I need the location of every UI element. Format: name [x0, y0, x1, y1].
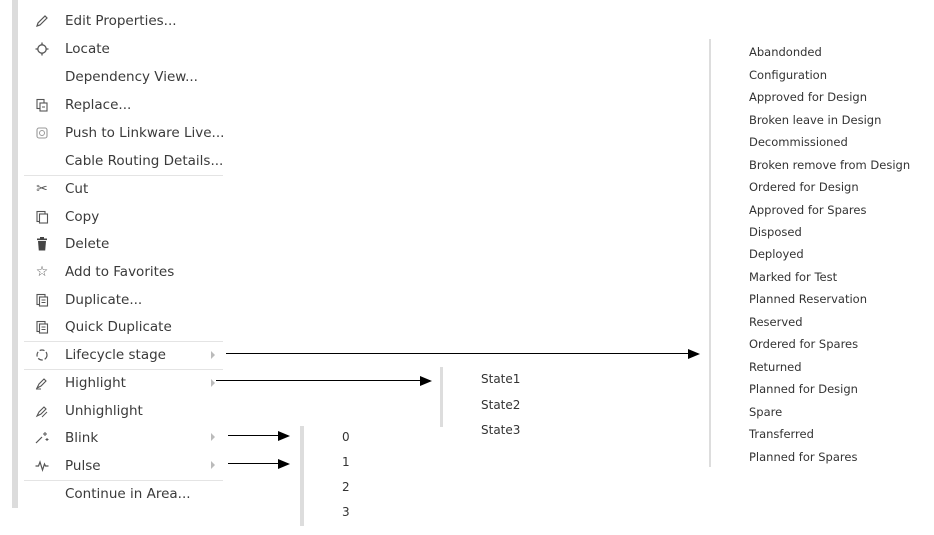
menu-item-cable-routing-details[interactable]: Cable Routing Details... — [24, 147, 223, 174]
lifecycle-option[interactable]: Disposed — [749, 225, 802, 239]
star-icon: ☆ — [35, 263, 49, 280]
trash-icon — [30, 234, 54, 254]
chevron-right-icon — [211, 433, 215, 441]
lifecycle-option[interactable]: Approved for Spares — [749, 203, 867, 217]
blink-icon — [30, 428, 54, 448]
count-option[interactable]: 1 — [342, 455, 350, 469]
blank-icon — [30, 484, 54, 504]
menu-item-delete[interactable]: Delete — [24, 230, 223, 257]
lifecycle-option[interactable]: Returned — [749, 360, 802, 374]
menu-item-push-to-linkware-live[interactable]: Push to Linkware Live... — [24, 119, 224, 146]
count-option[interactable]: 2 — [342, 480, 350, 494]
crosshair-icon — [30, 39, 54, 59]
lifecycle-icon — [30, 345, 54, 365]
menu-item-continue-in-area[interactable]: Continue in Area... — [24, 480, 223, 507]
push-icon — [30, 123, 54, 143]
menu-item-cut[interactable]: ✂ Cut — [24, 175, 223, 202]
lifecycle-option[interactable]: Ordered for Spares — [749, 337, 859, 351]
lifecycle-option[interactable]: Planned Reservation — [749, 292, 868, 306]
highlight-arrow — [216, 375, 432, 386]
menu-item-replace[interactable]: Replace... — [24, 91, 223, 118]
chevron-right-icon — [211, 351, 215, 359]
lifecycle-option[interactable]: Decommissioned — [749, 135, 848, 149]
lifecycle-option[interactable]: Broken remove from Design — [749, 158, 911, 172]
count-option[interactable]: 3 — [342, 505, 350, 519]
menu-item-copy[interactable]: Copy — [24, 203, 223, 230]
chevron-right-icon — [211, 379, 215, 387]
lifecycle-option[interactable]: Spare — [749, 405, 783, 419]
lifecycle-option[interactable]: Marked for Test — [749, 270, 838, 284]
lifecycle-arrow — [226, 348, 700, 359]
menu-item-add-to-favorites[interactable]: ☆ Add to Favorites — [24, 258, 223, 285]
menu-item-quick-duplicate[interactable]: Quick Duplicate — [24, 313, 223, 340]
menu-item-pulse[interactable]: Pulse — [24, 452, 223, 479]
pulse-icon — [30, 456, 54, 476]
scissors-icon: ✂ — [36, 181, 48, 197]
chevron-right-icon — [211, 461, 215, 469]
highlight-icon — [30, 373, 54, 393]
blink-arrow — [228, 430, 290, 441]
unhighlight-icon — [30, 401, 54, 421]
highlight-state-option[interactable]: State1 — [481, 372, 521, 386]
lifecycle-option[interactable]: Broken leave in Design — [749, 113, 882, 127]
copy-icon — [30, 207, 54, 227]
lifecycle-option[interactable]: Ordered for Design — [749, 180, 859, 194]
highlight-state-option[interactable]: State3 — [481, 423, 521, 437]
menu-item-edit-properties[interactable]: Edit Properties... — [24, 7, 223, 34]
lifecycle-submenu: Abandonded Configuration Approved for De… — [709, 39, 910, 467]
menu-item-highlight[interactable]: Highlight — [24, 369, 223, 396]
pulse-arrow — [228, 458, 290, 469]
highlight-state-option[interactable]: State2 — [481, 398, 521, 412]
menu-item-locate[interactable]: Locate — [24, 35, 223, 62]
lifecycle-option[interactable]: Transferred — [749, 427, 814, 441]
lifecycle-option[interactable]: Reserved — [749, 315, 803, 329]
duplicate-icon — [30, 290, 54, 310]
menu-item-duplicate[interactable]: Duplicate... — [24, 286, 223, 313]
menu-item-unhighlight[interactable]: Unhighlight — [24, 397, 223, 424]
lifecycle-option[interactable]: Abandonded — [749, 45, 822, 59]
lifecycle-option[interactable]: Deployed — [749, 247, 804, 261]
quick-duplicate-icon — [30, 317, 54, 337]
context-menu: Edit Properties... Locate Dependency Vie… — [12, 0, 224, 508]
menu-item-blink[interactable]: Blink — [24, 424, 223, 451]
count-option[interactable]: 0 — [342, 430, 350, 444]
blink-pulse-submenu: 0 1 2 3 — [300, 426, 380, 526]
blank-icon — [30, 67, 54, 87]
lifecycle-option[interactable]: Approved for Design — [749, 90, 867, 104]
highlight-submenu: State1 State2 State3 — [440, 367, 620, 437]
lifecycle-option[interactable]: Planned for Design — [749, 382, 858, 396]
lifecycle-option[interactable]: Configuration — [749, 68, 827, 82]
menu-item-lifecycle-stage[interactable]: Lifecycle stage — [24, 341, 223, 368]
menu-item-dependency-view[interactable]: Dependency View... — [24, 63, 223, 90]
blank-icon — [30, 151, 54, 171]
pencil-icon — [30, 11, 54, 31]
lifecycle-option[interactable]: Planned for Spares — [749, 450, 858, 464]
replace-icon — [30, 95, 54, 115]
